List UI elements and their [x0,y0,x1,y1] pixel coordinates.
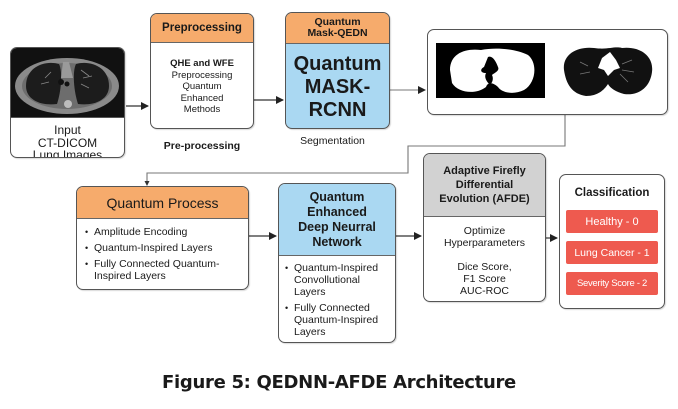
input-ct-box: Input CT-DICOM Lung Images [10,47,125,158]
segmentation-model-box: Quantum Mask-QEDN Quantum MASK- RCNN [285,12,390,129]
input-label-line-1: Input [54,123,81,137]
preprocessing-body-line: Preprocessing [171,69,233,81]
afde-metric: F1 Score [463,273,506,285]
binary-lung-mask-image [436,43,545,98]
quantum-process-item: Fully Connected Quantum-Inspired Layers [83,258,234,282]
preprocessing-box: Preprocessing QHE and WFE Preprocessing … [150,13,254,129]
afde-header: Adaptive Firefly Differential Evolution … [424,154,545,217]
quantum-process-item: Amplitude Encoding [83,226,244,238]
quantum-process-box: Quantum Process Amplitude Encoding Quant… [76,186,249,290]
segmentation-output-box [427,29,668,115]
segmentation-model-line-1: Quantum [293,53,382,75]
afde-metric: Dice Score, [457,261,512,273]
afde-metric: AUC-ROC [460,285,509,297]
qednn-header-line: Quantum [309,189,365,204]
connector-output-to-quantum-process [144,115,566,186]
segmentation-header-line-1: Quantum [314,15,361,28]
afde-box: Adaptive Firefly Differential Evolution … [423,153,546,302]
afde-body-line: Optimize [463,225,506,237]
input-label-line-3: Lung Images [32,148,103,158]
qednn-box: Quantum Enhanced Deep Neurral Network Qu… [278,183,396,343]
segmentation-model-line-2: MASK- [304,76,371,98]
segmentation-header-line-2: Mask-QEDN [307,27,368,39]
quantum-process-list: Amplitude Encoding Quantum-Inspired Laye… [83,226,244,286]
qednn-header: Quantum Enhanced Deep Neurral Network [279,184,395,256]
qednn-item: Quantum-Inspired Convollutional Layers [283,262,386,298]
qednn-header-line: Deep Neurral [298,219,376,234]
preprocessing-stage-label: Pre-processing [163,140,241,152]
class-healthy: Healthy - 0 [566,210,658,233]
afde-body-line: Hyperparameters [443,237,526,249]
input-label-line-2: CT-DICOM [37,135,98,150]
preprocessing-body-line: Enhanced [180,92,224,104]
preprocessing-body-line: Quantum [182,81,222,92]
preprocessing-body-title: QHE and WFE [170,58,234,69]
segmented-lung-image [558,40,658,102]
segmentation-model-header: Quantum Mask-QEDN [286,13,389,44]
afde-header-line: Evolution (AFDE) [439,193,530,205]
qednn-item: Fully Connected Quantum-Inspired Layers [283,302,386,338]
figure-caption: Figure 5: QEDNN-AFDE Architecture [162,372,516,393]
classification-box: Classification Healthy - 0 Lung Cancer -… [559,174,665,309]
classification-title: Classification [574,187,650,199]
class-severity-score: Severity Score - 2 [566,272,658,295]
ct-scan-image [11,48,124,118]
class-lung-cancer: Lung Cancer - 1 [566,241,658,264]
quantum-process-item: Quantum-Inspired Layers [83,242,244,254]
qednn-list: Quantum-Inspired Convollutional Layers F… [283,262,391,342]
qednn-header-line: Network [312,234,362,249]
segmentation-stage-label: Segmentation [300,135,365,147]
preprocessing-header: Preprocessing [151,14,253,43]
qednn-header-line: Enhanced [307,204,367,219]
afde-header-line: Adaptive Firefly [443,165,526,177]
afde-header-line: Differential [455,179,514,191]
quantum-process-header: Quantum Process [77,187,248,219]
segmentation-model-line-3: RCNN [308,99,367,121]
preprocessing-body-line: Methods [183,104,221,115]
